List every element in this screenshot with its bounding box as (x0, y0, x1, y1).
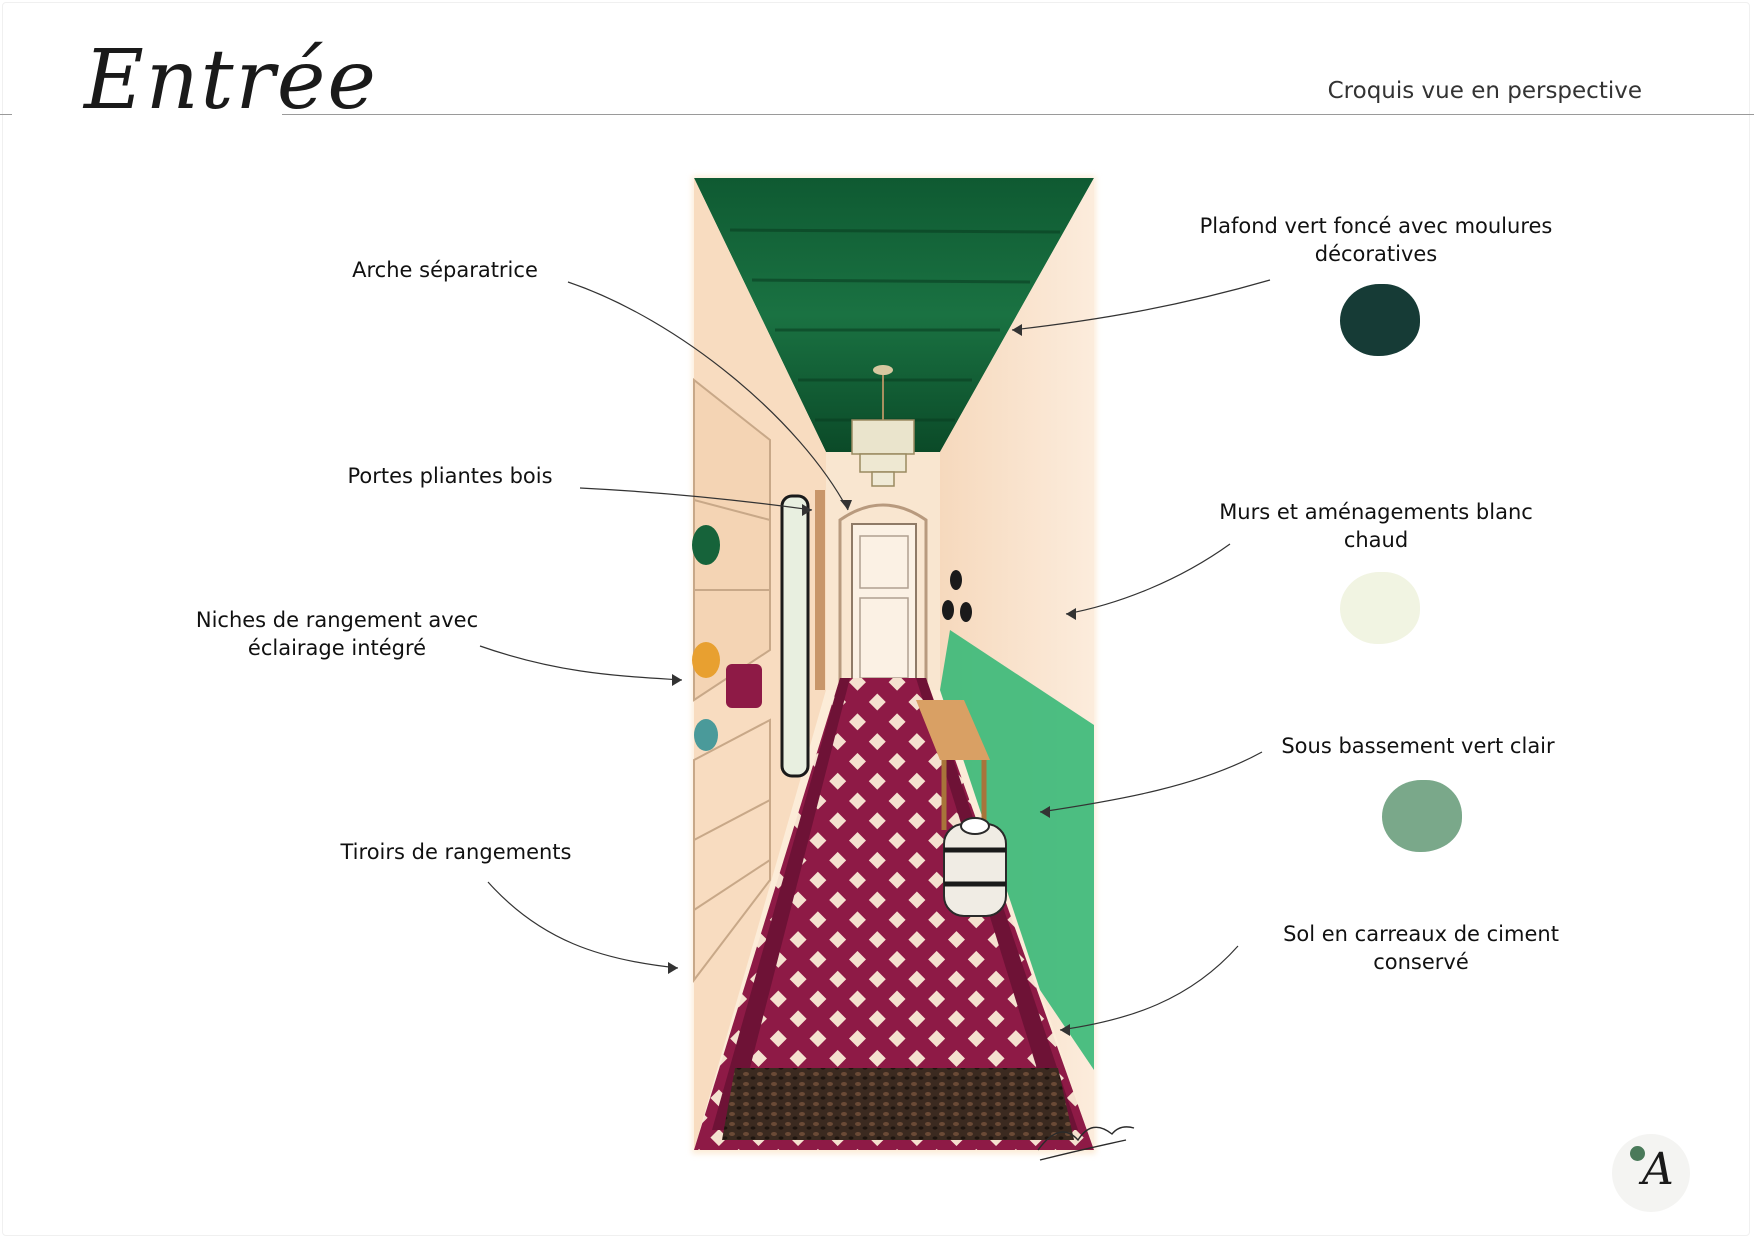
drawers (693, 718, 771, 983)
swatch-dark-green (1340, 284, 1420, 356)
label-sol-line1: Sol en carreaux de ciment (1283, 922, 1559, 946)
label-tiroirs-text: Tiroirs de rangements (340, 840, 572, 864)
label-portes: Portes pliantes bois (330, 462, 570, 490)
logo-dot (1630, 1146, 1645, 1161)
arch (838, 503, 928, 690)
label-plafond-line2: décoratives (1314, 242, 1438, 266)
label-murs-line2: chaud (1343, 528, 1409, 552)
floor-border (712, 678, 850, 1130)
leader-tiroirs (487, 881, 679, 969)
page-subtitle: Croquis vue en perspective (1327, 78, 1642, 104)
wood-panel (815, 490, 825, 690)
artist-signature (1037, 1126, 1135, 1161)
header-rule-left (0, 114, 12, 115)
label-plafond: Plafond vert foncé avec moulures décorat… (1186, 212, 1566, 268)
page-title: Entrée (84, 33, 378, 128)
leader-portes (579, 487, 813, 511)
label-arche-text: Arche séparatrice (352, 258, 538, 282)
ceiling-strokes (729, 228, 1061, 422)
doormat (722, 1068, 1074, 1140)
folding-doors (780, 494, 810, 778)
door-panel (859, 535, 909, 589)
label-sol-line2: conservé (1373, 950, 1469, 974)
label-murs-line1: Murs et aménagements blanc (1219, 500, 1533, 524)
leader-arrowheads (668, 324, 1076, 1036)
storage-niches (692, 377, 771, 751)
label-niches: Niches de rangement avec éclairage intég… (186, 606, 488, 662)
leader-arche (567, 281, 849, 511)
leader-plafond (1011, 279, 1271, 331)
label-niches-line2: éclairage intégré (247, 636, 427, 660)
leader-sol (1059, 945, 1239, 1031)
chandelier (851, 365, 915, 487)
label-sol: Sol en carreaux de ciment conservé (1270, 920, 1572, 976)
ceiling (694, 178, 1094, 452)
logo-letter: A (1642, 1144, 1674, 1195)
label-sous-bassement: Sous bassement vert clair (1272, 732, 1564, 760)
label-plafond-line1: Plafond vert foncé avec moulures (1199, 214, 1553, 238)
label-tiroirs: Tiroirs de rangements (330, 838, 582, 866)
label-portes-text: Portes pliantes bois (347, 464, 553, 488)
label-niches-line1: Niches de rangement avec (195, 608, 479, 632)
header-rule (282, 114, 1754, 115)
leader-sous-bassement (1039, 751, 1263, 813)
floor (694, 678, 1094, 1150)
leader-lines (479, 279, 1271, 1031)
bench (916, 700, 990, 830)
label-arche: Arche séparatrice (330, 256, 560, 284)
leader-murs (1065, 543, 1231, 615)
swatch-light-green (1382, 780, 1462, 852)
leader-niches (479, 645, 683, 681)
coat-hooks (942, 570, 972, 622)
label-sous-bassement-text: Sous bassement vert clair (1281, 734, 1555, 758)
back-door (851, 523, 917, 691)
label-murs: Murs et aménagements blanc chaud (1206, 498, 1546, 554)
brand-logo: A (1612, 1134, 1690, 1212)
basket (943, 817, 1007, 917)
swatch-warm-white (1340, 572, 1420, 644)
